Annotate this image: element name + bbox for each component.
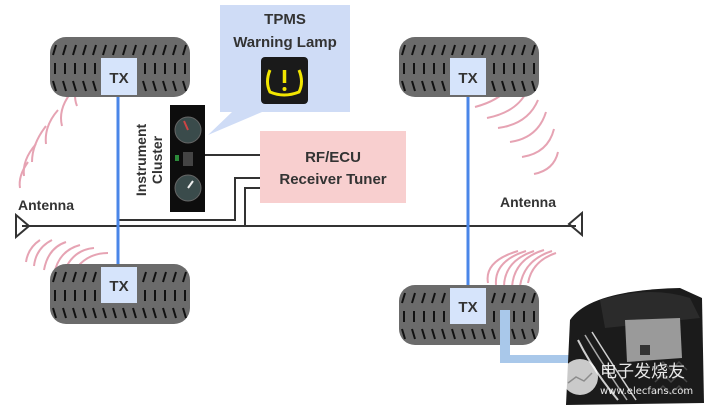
- antenna-left-icon: [15, 212, 31, 240]
- wiring: [22, 154, 576, 227]
- tx-label: TX: [109, 278, 128, 295]
- sensor-callout-arrow: [500, 310, 582, 371]
- tx-box: [450, 58, 486, 95]
- receiver-label-line2: Receiver Tuner: [279, 171, 386, 188]
- tx-label: TX: [109, 70, 128, 87]
- antenna-right-label: Antenna: [500, 194, 556, 210]
- antenna-left: Antenna: [15, 197, 74, 240]
- tx-box: [101, 58, 137, 95]
- instrument-cluster-label-line2: Cluster: [149, 135, 165, 184]
- watermark-url: www.elecfans.com: [600, 386, 693, 397]
- tire-rear-left: TX: [50, 264, 190, 324]
- tire-front-right: TX: [399, 37, 539, 97]
- antenna-right: Antenna: [500, 194, 583, 238]
- callout-title-line1: TPMS: [264, 11, 306, 28]
- rf-ecu-receiver-box: RF/ECU Receiver Tuner: [260, 131, 406, 203]
- instrument-cluster-label-line1: Instrument: [133, 123, 149, 196]
- tire-rear-right: TX: [399, 285, 539, 345]
- tire-front-left: TX: [50, 37, 190, 97]
- receiver-label-line1: RF/ECU: [305, 149, 361, 166]
- tx-box: [101, 267, 137, 303]
- receiver-to-right-antenna-wire: [244, 187, 262, 226]
- instrument-cluster-icon: [170, 105, 205, 212]
- tx-label: TX: [458, 299, 477, 316]
- tpms-warning-callout: TPMS Warning Lamp: [208, 5, 350, 135]
- antenna-left-label: Antenna: [18, 197, 74, 213]
- callout-title-line2: Warning Lamp: [233, 34, 337, 51]
- receiver-to-left-antenna-wire: [118, 177, 262, 221]
- tx-box: [450, 288, 486, 324]
- tire-sensor-photo: [566, 288, 704, 405]
- tpms-warning-lamp-icon: [261, 57, 308, 104]
- signal-waves-rear-right: [486, 249, 557, 288]
- antenna-right-icon: [567, 210, 583, 238]
- watermark: 电子发烧友 www.elecfans.com: [562, 359, 693, 397]
- tx-label: TX: [458, 70, 477, 87]
- watermark-cn: 电子发烧友: [600, 362, 685, 382]
